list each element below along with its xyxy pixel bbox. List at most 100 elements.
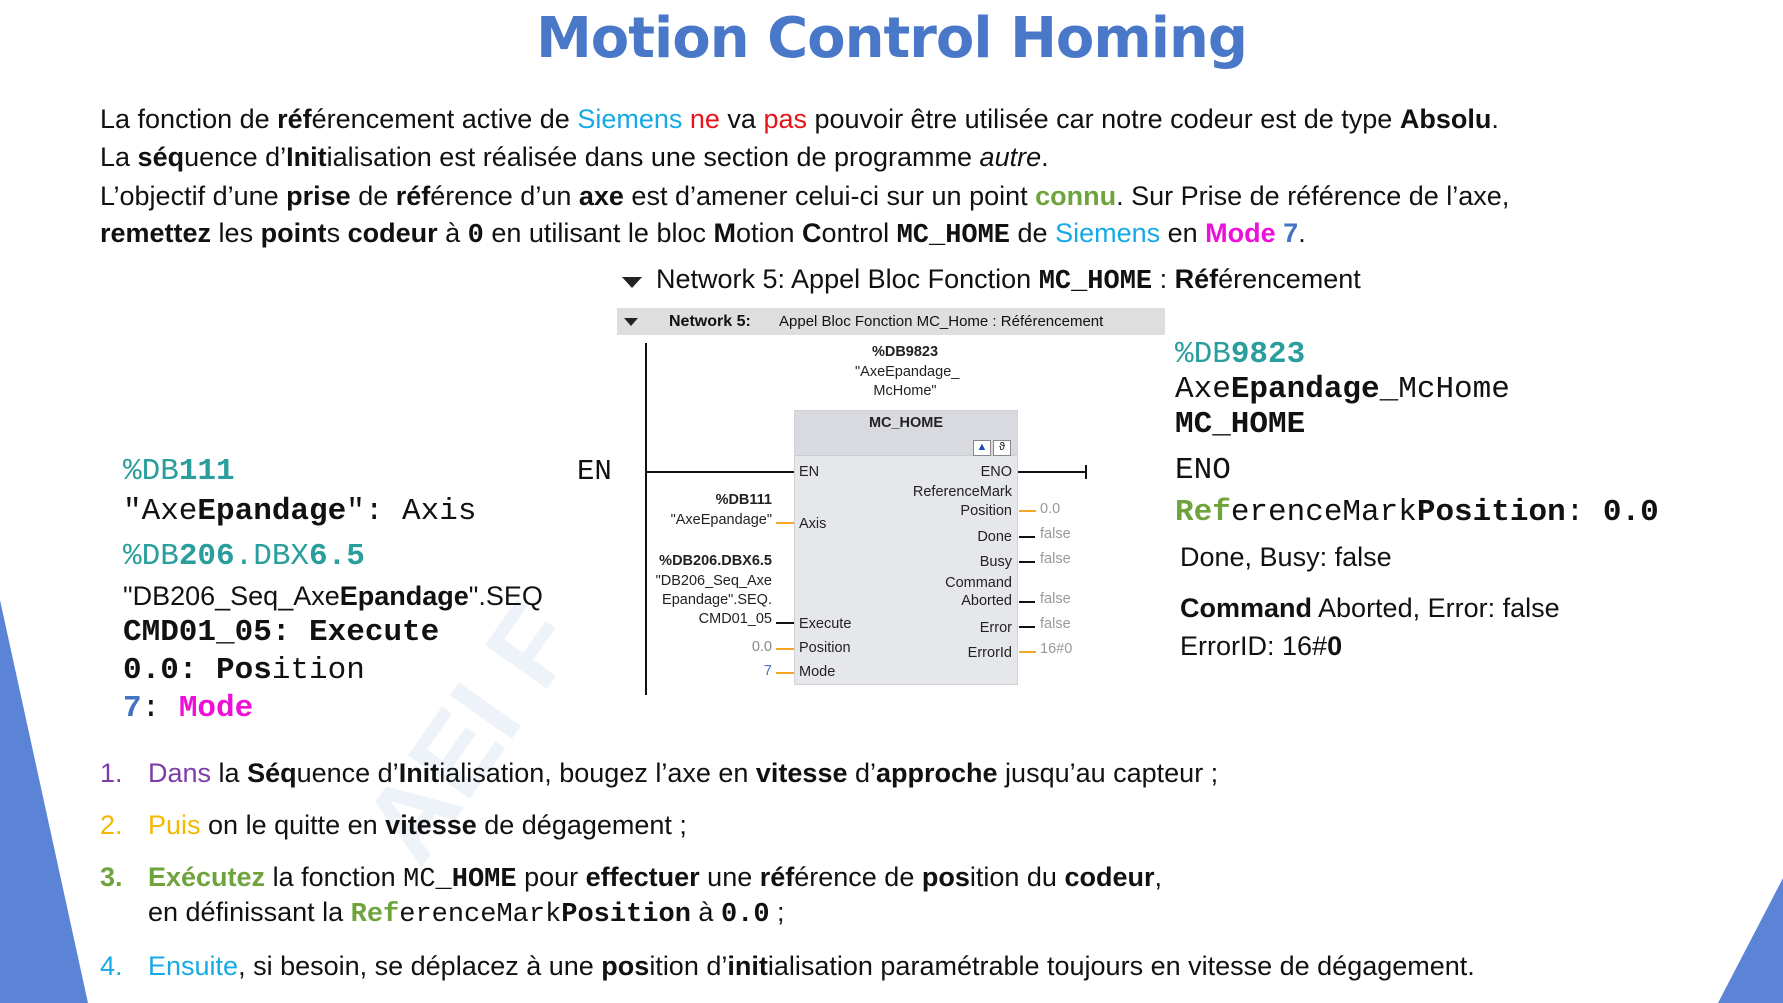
collapse-triangle-icon[interactable] — [624, 318, 638, 326]
text-segment: %DB — [123, 454, 179, 489]
text-segment: érencement — [1218, 264, 1361, 294]
text-segment: 0.0: — [123, 653, 217, 688]
text-segment: Puis — [148, 810, 201, 840]
text-segment: point — [260, 218, 327, 248]
left-label: 7: Mode — [123, 691, 253, 726]
errorid-wire — [1019, 651, 1036, 653]
execute-wire — [776, 622, 794, 624]
text-segment: Absolu — [1399, 104, 1492, 134]
text-segment: "Axe — [123, 494, 198, 529]
text-segment: codeur — [1064, 862, 1155, 892]
text-segment: init — [727, 951, 768, 981]
text-segment: Position — [1416, 495, 1566, 530]
text-segment: érence de — [794, 862, 922, 892]
text-segment: réf — [395, 181, 431, 211]
text-segment: CMD01_05: Execute — [123, 615, 440, 650]
text-segment: d’ — [847, 758, 877, 788]
done-value: false — [1040, 526, 1071, 542]
text-segment: MC_HOME — [1038, 267, 1153, 297]
right-label: %DB9823 — [1175, 337, 1305, 372]
text-segment: otion — [735, 218, 803, 248]
text-segment: 206 — [178, 539, 235, 574]
error-value: false — [1040, 616, 1071, 632]
text-segment: ialisation est réalisée dans une section… — [326, 142, 980, 172]
diagnostics-icon[interactable]: ϑ — [993, 440, 1011, 456]
mc-home-block[interactable]: MC_HOME ▲ ϑ EN Axis Execute Position Mod… — [794, 410, 1018, 685]
text-segment: jusqu’au capteur ; — [997, 758, 1219, 788]
text-segment: ne — [689, 104, 720, 134]
text-segment: MC_ — [403, 865, 452, 895]
text-segment: Command — [1180, 593, 1313, 623]
text-segment: Ensuite — [148, 951, 239, 981]
left-label: %DB111 — [123, 454, 235, 489]
en-wire — [646, 471, 794, 473]
text-segment: réf — [277, 104, 312, 134]
text-segment: pos — [601, 951, 650, 981]
pin-done: Done — [977, 529, 1012, 545]
left-label: "AxeEpandage": Axis — [123, 494, 476, 529]
text-segment: L’objectif d’une — [100, 181, 287, 211]
busy-wire — [1019, 561, 1035, 563]
text-segment: codeur — [347, 218, 438, 248]
text-segment: Position — [561, 900, 691, 930]
text-segment: ition — [271, 653, 365, 688]
error-wire — [1019, 626, 1035, 628]
text-segment: pouvoir être utilisée car notre codeur e… — [807, 104, 1400, 134]
text-segment: HOME — [451, 865, 517, 895]
text-segment: 0.0 — [720, 900, 770, 930]
text-segment: ition d’ — [649, 951, 728, 981]
text-segment: erenceMark — [1230, 495, 1417, 530]
axis-address: %DB111 — [715, 492, 772, 508]
pin-axis: Axis — [799, 516, 827, 532]
text-segment: C — [802, 218, 822, 248]
aborted-value: false — [1040, 591, 1071, 607]
right-label: ENO — [1175, 453, 1231, 488]
axis-name: "AxeEpandage" — [670, 512, 772, 528]
text-segment: , si besoin, se déplacez à une — [238, 951, 602, 981]
text-segment: Network 5: Appel Bloc Fonction — [656, 264, 1039, 294]
text-segment: érence d’un — [430, 181, 579, 211]
execute-name: "DB206_Seq_Axe — [655, 573, 772, 589]
right-label: ReferenceMarkPosition: 0.0 — [1175, 495, 1659, 530]
step-text: Puis on le quitte en vitesse de dégageme… — [148, 810, 687, 841]
step-number: 3. — [100, 862, 123, 892]
text-segment: Réf — [1174, 264, 1219, 294]
done-wire — [1019, 536, 1035, 538]
text-segment: "DB206_Seq_Axe — [123, 581, 340, 611]
text-segment: de — [350, 181, 396, 211]
busy-value: false — [1040, 551, 1071, 567]
step-text: Dans la Séquence d’Initialisation, bouge… — [148, 758, 1218, 789]
text-segment: séq — [137, 142, 185, 172]
execute-address: %DB206.DBX6.5 — [659, 553, 772, 569]
instance-db-name: "AxeEpandage_ — [855, 364, 960, 380]
text-segment: de dégagement ; — [476, 810, 687, 840]
text-segment: Done, Busy: false — [1180, 542, 1392, 572]
mode-value: 7 — [763, 663, 772, 679]
block-protect-icon[interactable]: ▲ — [973, 440, 991, 456]
pin-refmark: ReferenceMark — [912, 484, 1012, 500]
pin-position: Position — [799, 640, 851, 656]
network-label: Network 5: — [669, 313, 751, 330]
text-segment: vitesse — [385, 810, 477, 840]
text-segment: 0 — [467, 221, 484, 251]
text-segment: ontrol — [821, 218, 897, 248]
text-segment: Dans — [148, 758, 212, 788]
pin-en: EN — [799, 464, 820, 480]
collapse-triangle-icon[interactable] — [622, 277, 642, 288]
text-segment: Aborted, Error: false — [1312, 593, 1560, 623]
right-label: ErrorID: 16#0 — [1180, 631, 1342, 662]
text-segment: M — [713, 218, 736, 248]
text-segment: uence d’ — [296, 758, 399, 788]
text-segment: autre — [979, 142, 1042, 172]
text-segment: en — [1160, 218, 1206, 248]
axis-wire — [776, 522, 794, 524]
text-segment: de — [1010, 218, 1056, 248]
pin-errorid: ErrorId — [967, 645, 1012, 661]
text-segment: Mode — [1205, 218, 1276, 248]
intro-line-3: L’objectif d’une prise de référence d’un… — [100, 177, 1509, 215]
network-header-bar[interactable]: Network 5: Appel Bloc Fonction MC_Home :… — [617, 308, 1165, 335]
execute-name: CMD01_05 — [698, 611, 772, 627]
pin-command-aborted: Aborted — [961, 593, 1012, 609]
mode-wire — [776, 672, 794, 674]
